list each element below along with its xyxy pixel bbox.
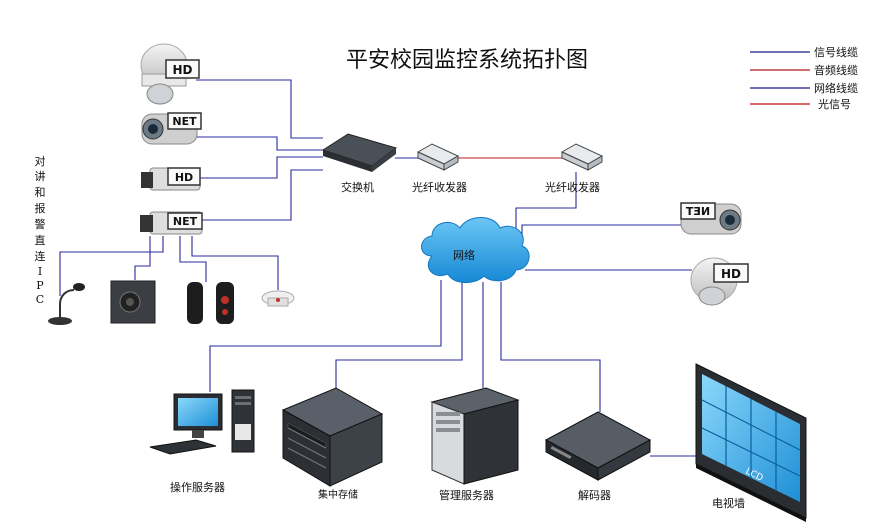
legend-label-network: 网络线缆 [814, 81, 858, 95]
legend-label-audio: 音频线缆 [814, 63, 858, 77]
infrared-beam-detector-icon [187, 282, 234, 324]
network-label: 网络 [453, 248, 475, 262]
op-server-label: 操作服务器 [170, 480, 225, 494]
side-char: C [36, 293, 44, 306]
legend-label-signal: 信号线缆 [814, 45, 858, 59]
legend: 信号线缆 音频线缆 网络线缆 光信号 [750, 45, 858, 111]
line-cloud-to-storage [335, 282, 463, 388]
line-fiber-to-cloud [515, 172, 577, 238]
side-char: 和 [35, 186, 46, 199]
decoder-label: 解码器 [578, 488, 611, 502]
line-box-hd-to-switch [198, 156, 323, 179]
fiber-right-label: 光纤收发器 [545, 180, 600, 194]
operation-server: 操作服务器 [149, 389, 255, 494]
line-box-net-to-switch [202, 169, 323, 221]
legend-label-optical: 光信号 [818, 97, 851, 111]
side-char: 警 [35, 217, 46, 231]
line-cloud-to-op-server [209, 280, 442, 392]
side-char: 连 [35, 250, 46, 263]
line-cam-to-smoke [191, 236, 279, 290]
dome-hd-badge-text: HD [172, 63, 192, 77]
right-bullet-camera: NET [680, 202, 742, 235]
central-storage: 集中存储 [281, 387, 384, 501]
network-switch: 交换机 [321, 133, 398, 194]
line-dome-to-switch [196, 79, 323, 139]
box-camera-net: NET [140, 211, 203, 235]
management-server: 管理服务器 [430, 387, 520, 502]
right-bullet-badge-text: NET [685, 205, 710, 218]
switch-label: 交换机 [341, 180, 374, 194]
box-net-badge-text: NET [173, 215, 198, 228]
side-char: P [36, 279, 44, 292]
fiber-left-label: 光纤收发器 [412, 180, 467, 194]
storage-label: 集中存储 [318, 488, 358, 501]
side-char: 直 [35, 233, 46, 247]
line-cloud-to-right-bullet [521, 224, 692, 240]
dome-camera-hd: HD [140, 43, 200, 105]
side-char: 讲 [35, 169, 46, 183]
right-dome-badge-text: HD [721, 267, 741, 281]
speaker-icon [110, 280, 156, 324]
tv-wall-label: 电视墙 [712, 496, 745, 510]
box-camera-hd: HD [141, 167, 201, 191]
network-cloud: 网络 [421, 217, 530, 283]
microphone-icon [48, 283, 85, 325]
fiber-transceiver-left: 光纤收发器 [412, 143, 467, 194]
bullet-net-badge-text: NET [172, 115, 197, 128]
side-char: I [38, 265, 42, 278]
right-dome-camera: HD [690, 257, 749, 306]
side-char: 对 [35, 154, 46, 168]
line-cloud-to-decoder [500, 282, 601, 412]
line-cam-to-beam [179, 236, 207, 282]
bullet-camera-net: NET [141, 112, 202, 145]
side-char: 报 [35, 201, 46, 215]
hd-badge [165, 59, 200, 79]
tv-wall: LCD 电视墙 [695, 363, 807, 522]
box-hd-badge-text: HD [175, 171, 193, 184]
mgmt-server-label: 管理服务器 [439, 488, 494, 502]
line-cam-to-speaker [134, 236, 151, 280]
smoke-detector-icon [261, 290, 295, 307]
side-vertical-label: 对 讲 和 报 警 直 连 I P C [35, 154, 46, 306]
fiber-transceiver-right: 光纤收发器 [545, 143, 604, 194]
line-bullet-to-switch [195, 136, 323, 151]
diagram-title: 平安校园监控系统拓扑图 [346, 48, 588, 73]
decoder: 解码器 [544, 411, 652, 502]
line-cam-to-mic [59, 236, 164, 296]
